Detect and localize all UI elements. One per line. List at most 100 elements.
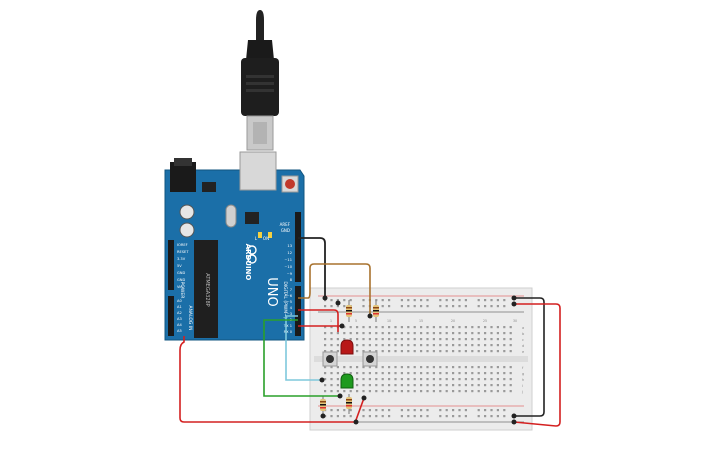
breadboard-hole[interactable]: [407, 305, 410, 308]
breadboard-hole[interactable]: [503, 338, 506, 341]
breadboard-hole[interactable]: [484, 332, 487, 335]
breadboard-hole[interactable]: [349, 390, 352, 393]
breadboard-hole[interactable]: [484, 326, 487, 329]
breadboard-hole[interactable]: [426, 384, 429, 387]
breadboard-hole[interactable]: [381, 344, 384, 347]
breadboard-hole[interactable]: [503, 415, 506, 418]
breadboard-hole[interactable]: [503, 305, 506, 308]
breadboard-hole[interactable]: [336, 415, 339, 418]
breadboard-hole[interactable]: [388, 350, 391, 353]
breadboard-hole[interactable]: [484, 390, 487, 393]
breadboard-hole[interactable]: [400, 332, 403, 335]
breadboard-hole[interactable]: [458, 350, 461, 353]
breadboard-hole[interactable]: [458, 415, 461, 418]
breadboard-hole[interactable]: [407, 390, 410, 393]
breadboard-hole[interactable]: [452, 344, 455, 347]
breadboard-hole[interactable]: [509, 390, 512, 393]
resistor[interactable]: [346, 394, 352, 414]
breadboard-hole[interactable]: [509, 350, 512, 353]
breadboard-hole[interactable]: [324, 305, 327, 308]
breadboard-hole[interactable]: [426, 390, 429, 393]
breadboard-hole[interactable]: [490, 409, 493, 412]
breadboard-hole[interactable]: [336, 366, 339, 369]
breadboard-hole[interactable]: [426, 372, 429, 375]
breadboard-hole[interactable]: [464, 366, 467, 369]
breadboard-hole[interactable]: [471, 344, 474, 347]
breadboard-hole[interactable]: [426, 332, 429, 335]
breadboard-hole[interactable]: [368, 344, 371, 347]
breadboard-hole[interactable]: [477, 366, 480, 369]
breadboard-hole[interactable]: [484, 338, 487, 341]
breadboard-hole[interactable]: [490, 366, 493, 369]
breadboard-hole[interactable]: [368, 409, 371, 412]
breadboard-hole[interactable]: [464, 332, 467, 335]
breadboard-hole[interactable]: [452, 366, 455, 369]
breadboard-hole[interactable]: [426, 338, 429, 341]
breadboard-hole[interactable]: [432, 378, 435, 381]
push-button-cap[interactable]: [366, 355, 374, 363]
breadboard-hole[interactable]: [381, 326, 384, 329]
breadboard-hole[interactable]: [336, 378, 339, 381]
breadboard-hole[interactable]: [452, 378, 455, 381]
breadboard-hole[interactable]: [464, 390, 467, 393]
breadboard-hole[interactable]: [400, 384, 403, 387]
breadboard-hole[interactable]: [477, 372, 480, 375]
breadboard-hole[interactable]: [368, 372, 371, 375]
breadboard-hole[interactable]: [458, 338, 461, 341]
breadboard-hole[interactable]: [388, 305, 391, 308]
breadboard-hole[interactable]: [381, 366, 384, 369]
breadboard-hole[interactable]: [330, 384, 333, 387]
breadboard-hole[interactable]: [484, 299, 487, 302]
breadboard-hole[interactable]: [426, 378, 429, 381]
breadboard-hole[interactable]: [336, 305, 339, 308]
breadboard-hole[interactable]: [356, 326, 359, 329]
breadboard-hole[interactable]: [356, 338, 359, 341]
breadboard-hole[interactable]: [324, 372, 327, 375]
breadboard-hole[interactable]: [471, 378, 474, 381]
breadboard-hole[interactable]: [356, 366, 359, 369]
usb-cable[interactable]: [241, 10, 279, 151]
breadboard-hole[interactable]: [388, 332, 391, 335]
breadboard-hole[interactable]: [375, 332, 378, 335]
breadboard-hole[interactable]: [407, 415, 410, 418]
breadboard-hole[interactable]: [432, 326, 435, 329]
breadboard-hole[interactable]: [420, 390, 423, 393]
breadboard-hole[interactable]: [452, 326, 455, 329]
breadboard-hole[interactable]: [330, 378, 333, 381]
breadboard-hole[interactable]: [464, 350, 467, 353]
breadboard-hole[interactable]: [426, 305, 429, 308]
breadboard-hole[interactable]: [400, 338, 403, 341]
breadboard-hole[interactable]: [400, 366, 403, 369]
breadboard-hole[interactable]: [343, 299, 346, 302]
breadboard-hole[interactable]: [349, 415, 352, 418]
breadboard-hole[interactable]: [330, 409, 333, 412]
breadboard-hole[interactable]: [407, 366, 410, 369]
breadboard-hole[interactable]: [407, 344, 410, 347]
breadboard-hole[interactable]: [349, 299, 352, 302]
breadboard-hole[interactable]: [439, 350, 442, 353]
breadboard-hole[interactable]: [490, 326, 493, 329]
breadboard-hole[interactable]: [471, 390, 474, 393]
breadboard-hole[interactable]: [356, 390, 359, 393]
breadboard-hole[interactable]: [330, 332, 333, 335]
breadboard-hole[interactable]: [484, 305, 487, 308]
breadboard-hole[interactable]: [464, 409, 467, 412]
breadboard-hole[interactable]: [324, 338, 327, 341]
breadboard-hole[interactable]: [407, 384, 410, 387]
breadboard-hole[interactable]: [509, 326, 512, 329]
breadboard-hole[interactable]: [356, 350, 359, 353]
breadboard-hole[interactable]: [336, 384, 339, 387]
breadboard-hole[interactable]: [388, 326, 391, 329]
breadboard-hole[interactable]: [343, 409, 346, 412]
breadboard-hole[interactable]: [362, 378, 365, 381]
breadboard-hole[interactable]: [432, 338, 435, 341]
breadboard-hole[interactable]: [413, 409, 416, 412]
breadboard-hole[interactable]: [490, 372, 493, 375]
breadboard-hole[interactable]: [452, 332, 455, 335]
breadboard-hole[interactable]: [445, 332, 448, 335]
breadboard-hole[interactable]: [496, 299, 499, 302]
breadboard-hole[interactable]: [407, 332, 410, 335]
breadboard-hole[interactable]: [336, 409, 339, 412]
breadboard-hole[interactable]: [477, 326, 480, 329]
breadboard-hole[interactable]: [362, 372, 365, 375]
